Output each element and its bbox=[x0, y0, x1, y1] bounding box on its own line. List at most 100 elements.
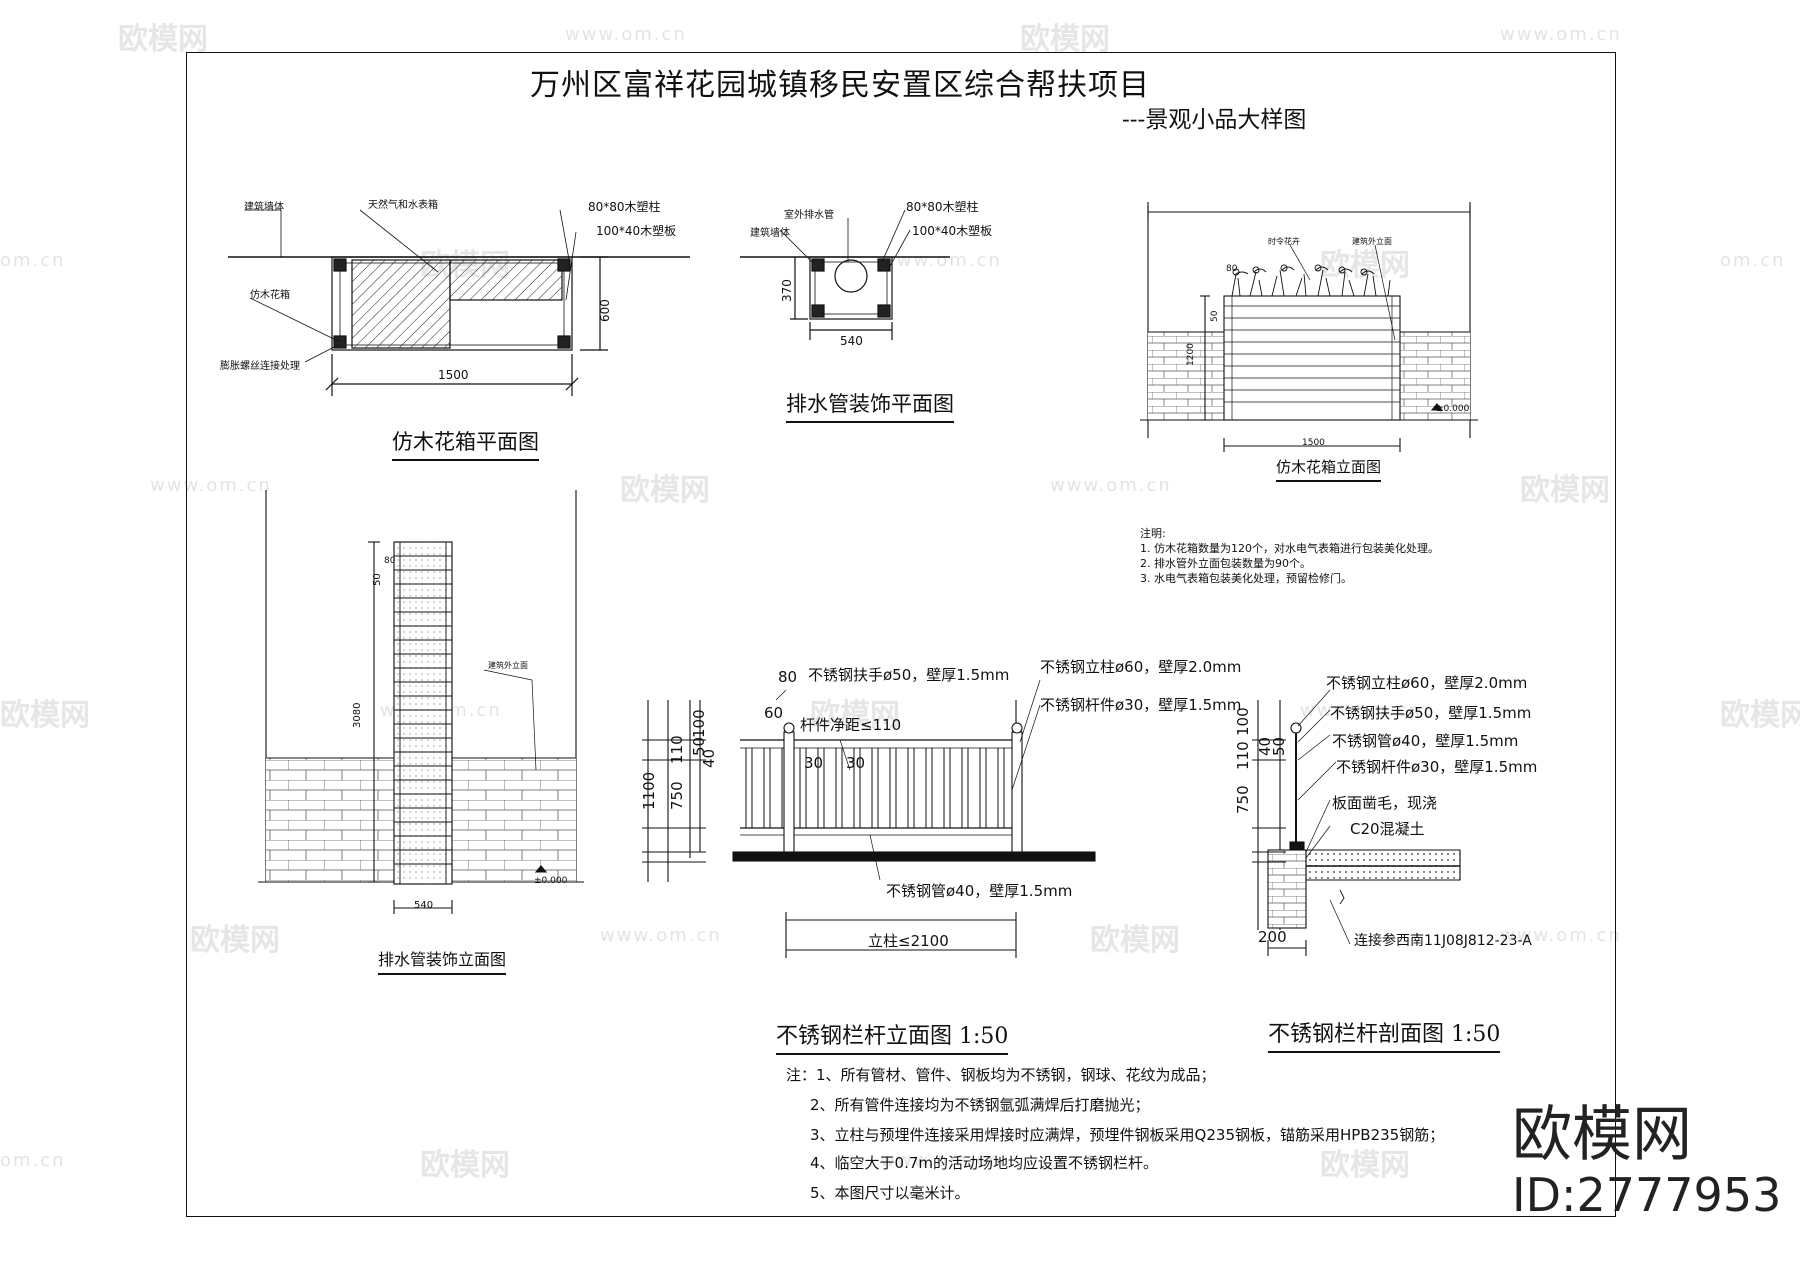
watermark-url: www.om.cn bbox=[1050, 475, 1172, 496]
dim-rail-750: 750 bbox=[668, 781, 686, 810]
label-reference: 连接参西南11J08J812-23-A bbox=[1354, 933, 1532, 949]
caption-planter-plan: 仿木花箱平面图 bbox=[392, 426, 539, 461]
label-planter-box: 仿木花箱 bbox=[250, 290, 290, 301]
watermark-url: www.om.cn bbox=[880, 250, 1002, 271]
watermark-url: www.om.cn bbox=[1500, 925, 1622, 946]
sheet-subtitle: ---景观小品大样图 bbox=[1122, 107, 1307, 133]
label-anchor: 膨胀螺丝连接处理 bbox=[220, 361, 300, 372]
caption-railing-elev: 不锈钢栏杆立面图 1:50 bbox=[776, 1018, 1009, 1055]
dim-planter-height: 1200 bbox=[1186, 343, 1196, 366]
note-item: 3、立柱与预埋件连接采用焊接时应满焊，预埋件钢板采用Q235钢板，锚筋采用HPB… bbox=[810, 1126, 1445, 1144]
watermark-url: www.om.cn bbox=[150, 475, 272, 496]
watermark-logo: 欧模网 bbox=[1320, 248, 1410, 283]
notes-small: 注明: 1. 仿木花箱数量为120个，对水电气表箱进行包装美化处理。 2. 排水… bbox=[1140, 526, 1439, 586]
dim-planter-top: 50 bbox=[1210, 310, 1220, 322]
caption-planter-elev: 仿木花箱立面图 bbox=[1276, 456, 1382, 482]
watermark-logo: 欧模网 bbox=[420, 1148, 510, 1183]
dim-planter-depth: 600 bbox=[598, 299, 612, 322]
dim-drain-width: 540 bbox=[840, 334, 863, 348]
watermark-url: www.om.cn bbox=[565, 24, 687, 45]
dim-rail-40: 40 bbox=[700, 748, 718, 768]
dim-planter-top2: 80 bbox=[1226, 264, 1238, 274]
label-railing-bar: 不锈钢杆件ø30，壁厚1.5mm bbox=[1040, 696, 1242, 714]
dim-rail-30b: 30 bbox=[846, 754, 866, 772]
label-wall: 建筑墙体 bbox=[244, 202, 284, 213]
dim-sect-110: 110 bbox=[1234, 741, 1252, 770]
label-board: 100*40木塑板 bbox=[596, 224, 677, 238]
watermark-url: www.om.cn bbox=[880, 1150, 1002, 1171]
label-seasonal-flowers: 时令花卉 bbox=[1268, 237, 1300, 246]
label-handrail: 不锈钢扶手ø50，壁厚1.5mm bbox=[808, 666, 1010, 684]
label-sect-pipe: 不锈钢管ø40，壁厚1.5mm bbox=[1332, 732, 1519, 750]
dim-drain-depth: 370 bbox=[780, 279, 794, 302]
label-meter-box: 天然气和水表箱 bbox=[368, 200, 438, 211]
watermark-logo: 欧模网 bbox=[620, 473, 710, 508]
dim-planter-width: 1500 bbox=[438, 368, 469, 382]
label-sect-bar: 不锈钢杆件ø30，壁厚1.5mm bbox=[1336, 758, 1538, 776]
watermark-url: www.om.cn bbox=[1500, 24, 1622, 45]
notes-small-item: 3. 水电气表箱包装美化处理，预留检修门。 bbox=[1140, 572, 1352, 585]
brand-logo-text: 欧模网 bbox=[1512, 1100, 1692, 1170]
level-planter: ±0.000 bbox=[1436, 404, 1470, 414]
watermark-logo: 欧模网 bbox=[1720, 698, 1800, 733]
dim-rail-30a: 30 bbox=[804, 754, 824, 772]
watermark-url: om.cn bbox=[0, 250, 66, 271]
note-item: 2、所有管件连接均为不锈钢氩弧满焊后打磨抛光； bbox=[810, 1096, 1150, 1114]
label-drain-wall: 建筑墙体 bbox=[750, 228, 790, 239]
note-item: 注：1、所有管材、管件、钢板均为不锈钢，钢球、花纹为成品； bbox=[786, 1066, 1216, 1084]
dim-drain-elev-width: 540 bbox=[414, 900, 434, 911]
railing-elevation-drawing bbox=[642, 679, 1096, 958]
dim-sect-50: 50 bbox=[1270, 736, 1288, 756]
note-item: 4、临空大于0.7m的活动场地均应设置不锈钢栏杆。 bbox=[810, 1154, 1159, 1172]
dim-rail-110: 110 bbox=[668, 735, 686, 764]
dim-rail-100: 100 bbox=[690, 709, 708, 738]
dim-drain-top: 50 bbox=[372, 573, 383, 586]
watermark-logo: 欧模网 bbox=[1090, 923, 1180, 958]
dim-rail-60: 60 bbox=[764, 704, 784, 722]
watermark-logo: 欧模网 bbox=[810, 698, 900, 733]
dim-rail-1100: 1100 bbox=[640, 771, 658, 810]
dim-planter-elev-width: 1500 bbox=[1302, 438, 1325, 448]
railing-section-drawing bbox=[1252, 689, 1461, 956]
dim-drain-top2: 80 bbox=[384, 556, 396, 566]
label-wall-finish: 建筑外立面 bbox=[1352, 237, 1392, 246]
label-railing-pipe: 不锈钢管ø40，壁厚1.5mm bbox=[886, 882, 1073, 900]
caption-drain-elev: 排水管装饰立面图 bbox=[378, 946, 507, 975]
watermark-logo: 欧模网 bbox=[0, 698, 90, 733]
watermark-logo: 欧模网 bbox=[118, 22, 208, 57]
watermark-logo: 欧模网 bbox=[1020, 22, 1110, 57]
label-drain-post: 80*80木塑柱 bbox=[906, 200, 979, 214]
planter-elevation-drawing bbox=[1140, 202, 1478, 452]
caption-drain-plan: 排水管装饰平面图 bbox=[786, 388, 954, 423]
dim-sect-100: 100 bbox=[1234, 707, 1252, 736]
label-sect-post: 不锈钢立柱ø60，壁厚2.0mm bbox=[1326, 674, 1528, 692]
caption-railing-section: 不锈钢栏杆剖面图 1:50 bbox=[1268, 1016, 1501, 1053]
planter-plan-drawing bbox=[228, 209, 690, 396]
level-drain: ±0.000 bbox=[534, 876, 568, 886]
dim-drain-height: 3080 bbox=[352, 702, 363, 728]
dim-sect-750: 750 bbox=[1234, 785, 1252, 814]
brand-id: ID:2777953 bbox=[1512, 1168, 1782, 1222]
watermark-url: www.om.cn bbox=[1300, 700, 1422, 721]
label-sect-handrail: 不锈钢扶手ø50，壁厚1.5mm bbox=[1330, 704, 1532, 722]
watermark-logo: 欧模网 bbox=[190, 923, 280, 958]
label-railing-post: 不锈钢立柱ø60，壁厚2.0mm bbox=[1040, 658, 1242, 676]
notes-small-item: 2. 排水管外立面包装数量为90个。 bbox=[1140, 557, 1311, 570]
label-post-span: 立柱≤2100 bbox=[868, 932, 949, 950]
sheet-title: 万州区富祥花园城镇移民安置区综合帮扶项目 bbox=[530, 68, 1150, 103]
note-item: 5、本图尺寸以毫米计。 bbox=[810, 1184, 970, 1202]
notes-small-item: 1. 仿木花箱数量为120个，对水电气表箱进行包装美化处理。 bbox=[1140, 542, 1439, 555]
label-drain-board: 100*40木塑板 bbox=[912, 224, 993, 238]
drain-plan-drawing bbox=[740, 209, 950, 340]
watermark-url: www.om.cn bbox=[600, 925, 722, 946]
label-concrete: C20混凝土 bbox=[1350, 820, 1425, 838]
dim-sect-200: 200 bbox=[1258, 928, 1287, 946]
dim-rail-80: 80 bbox=[778, 668, 798, 686]
label-bar-spacing: 杆件净距≤110 bbox=[800, 716, 902, 734]
watermark-logo: 欧模网 bbox=[1320, 1148, 1410, 1183]
label-slab: 板面凿毛，现浇 bbox=[1332, 794, 1438, 812]
label-drain-pipe: 室外排水管 bbox=[784, 210, 834, 221]
label-post: 80*80木塑柱 bbox=[588, 200, 661, 214]
